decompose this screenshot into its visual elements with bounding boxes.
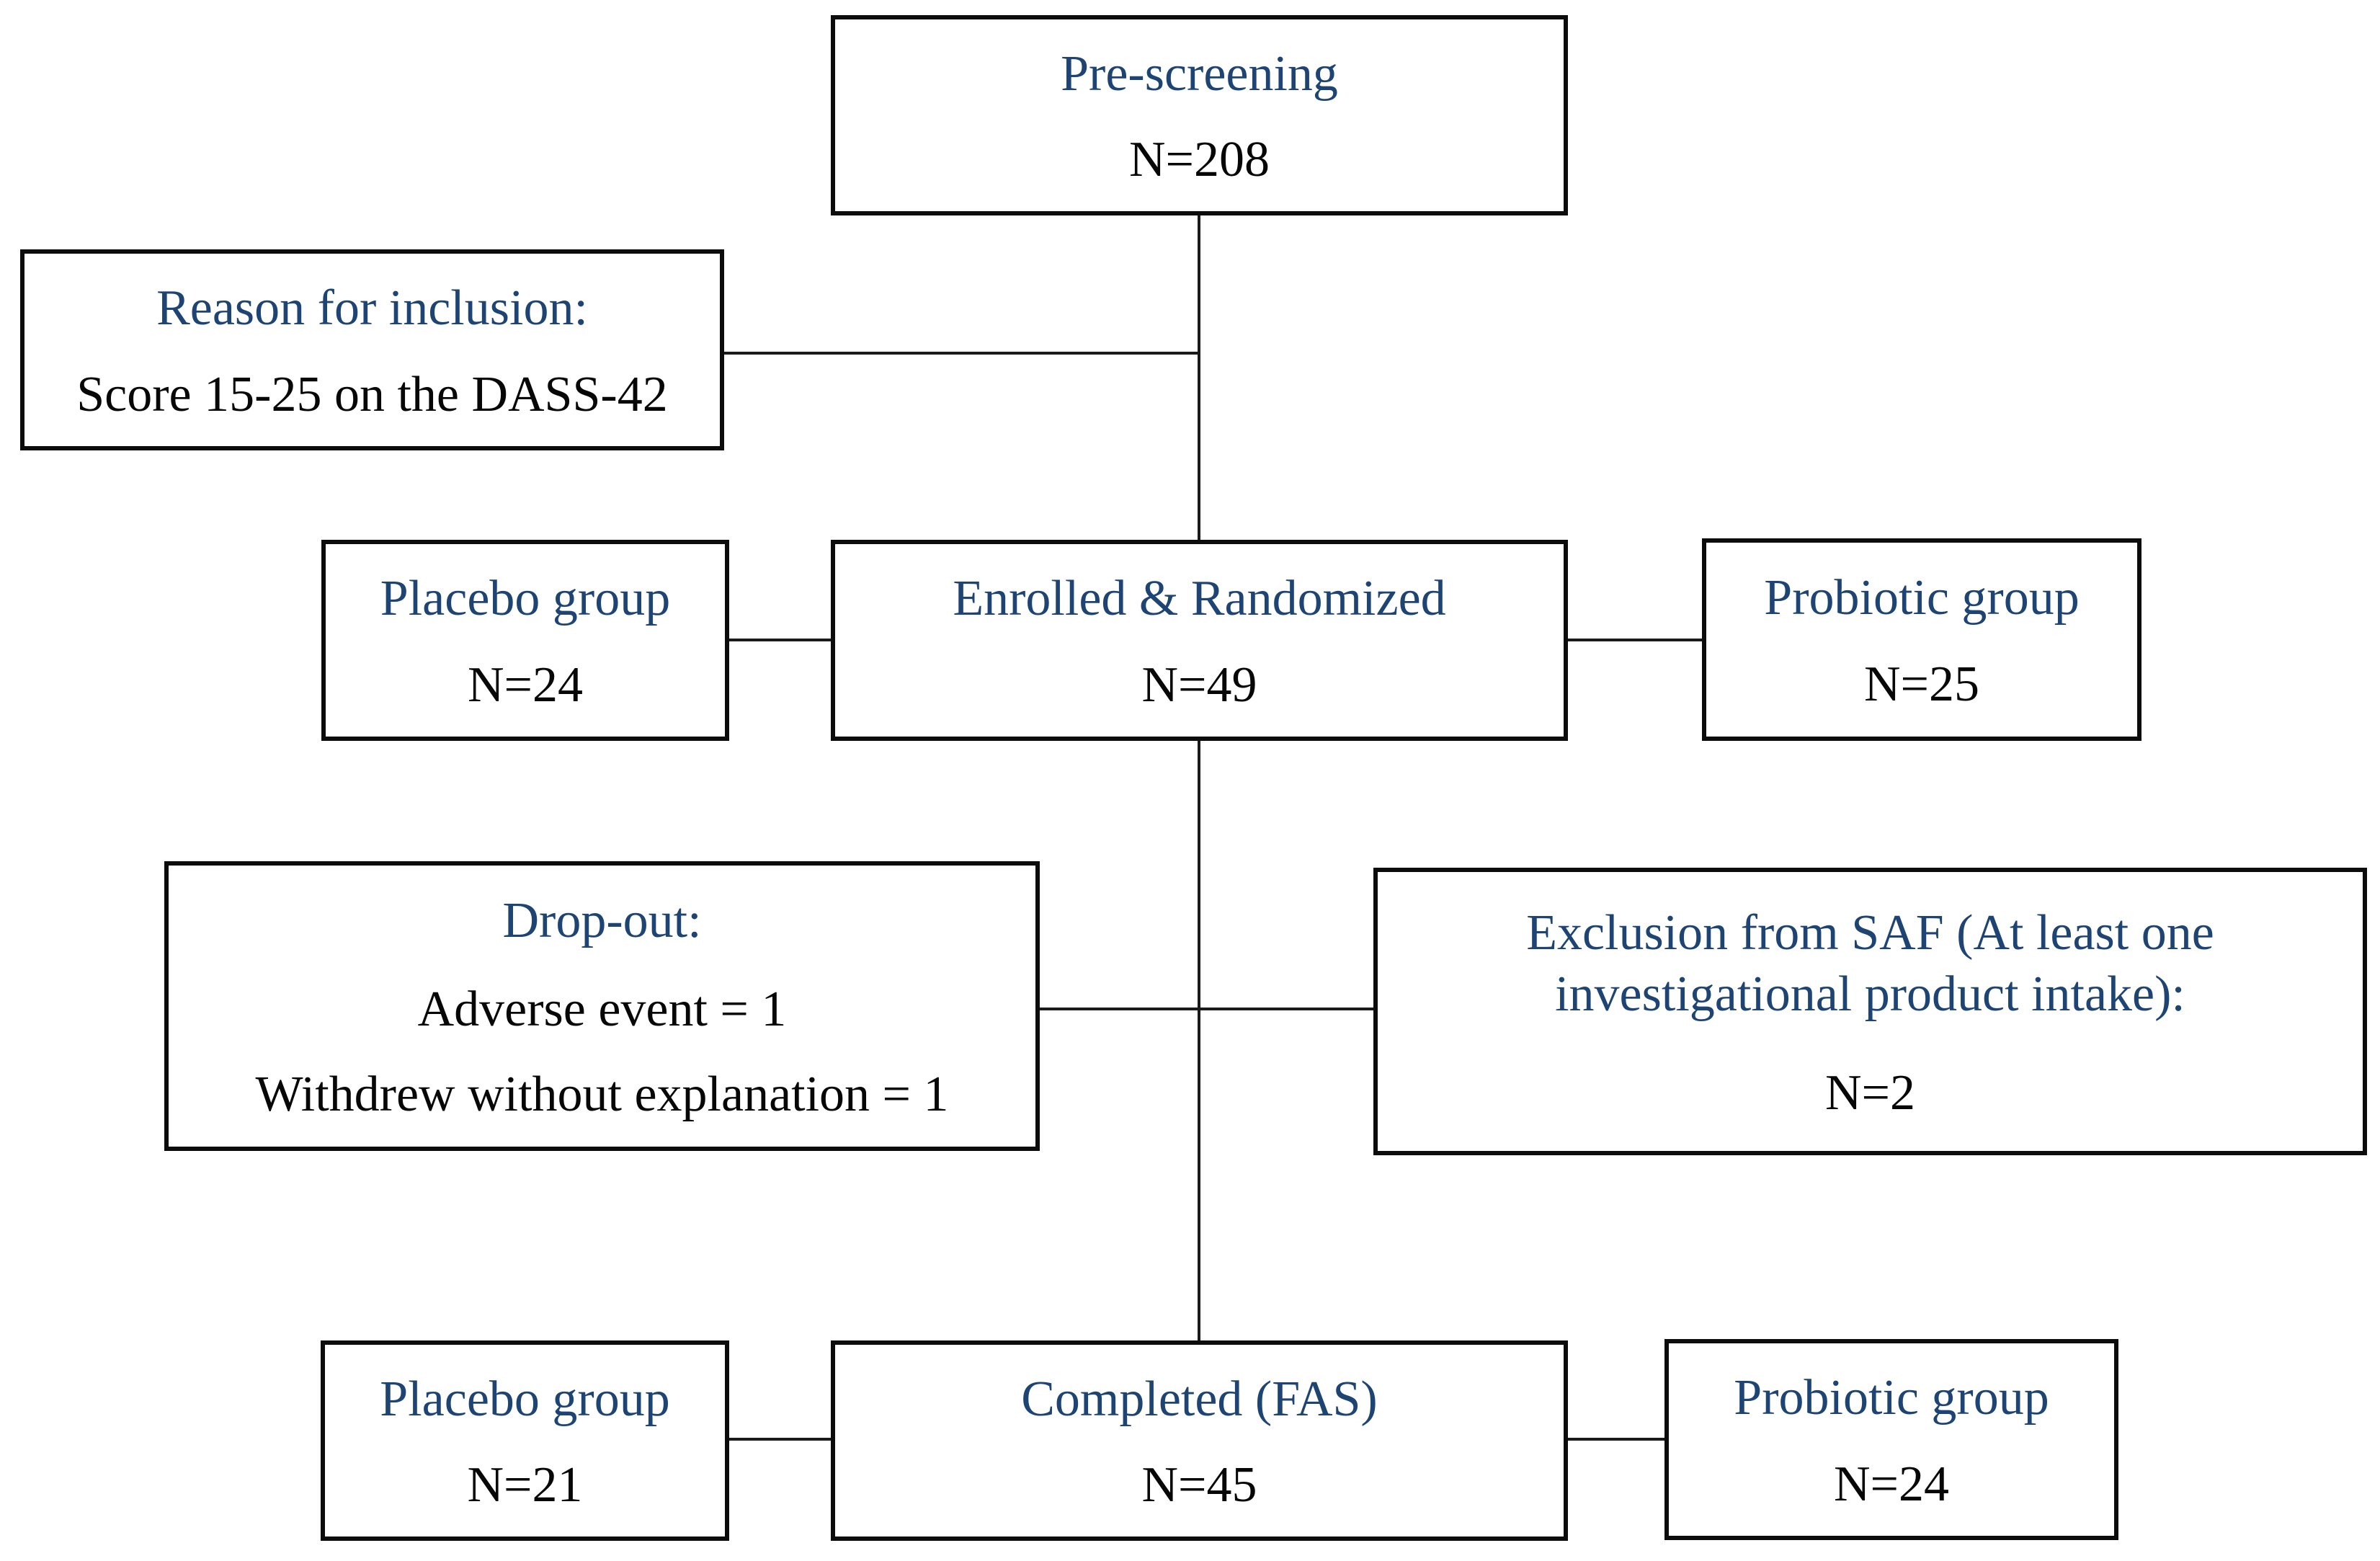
- placebo-mid-count: N=24: [467, 657, 584, 713]
- probiotic-mid-count: N=25: [1863, 657, 1980, 713]
- connector-dropout-exclusion-branch: [1040, 1008, 1373, 1010]
- dropout-title: Drop-out:: [502, 893, 702, 949]
- connector-reason-branch: [724, 352, 1200, 355]
- box-probiotic-group-mid: Probiotic group N=25: [1702, 538, 2141, 741]
- connector-placebo-bottom-branch: [729, 1438, 831, 1441]
- connector-enrolled-to-completed: [1198, 741, 1200, 1340]
- connector-placebo-mid-branch: [729, 639, 831, 641]
- dropout-reason-withdrew: Withdrew without explanation = 1: [255, 1066, 949, 1122]
- connector-probiotic-bottom-branch: [1568, 1438, 1664, 1441]
- dropout-reason-adverse-event: Adverse event = 1: [417, 981, 787, 1037]
- connector-prescreening-to-enrolled: [1198, 215, 1200, 540]
- completed-count: N=45: [1141, 1457, 1257, 1513]
- reason-title: Reason for inclusion:: [156, 280, 588, 337]
- box-completed-fas: Completed (FAS) N=45: [831, 1340, 1568, 1541]
- exclusion-title: Exclusion from SAF (At least one investi…: [1526, 904, 2214, 1023]
- box-reason-for-inclusion: Reason for inclusion: Score 15-25 on the…: [20, 249, 724, 450]
- enrolled-title: Enrolled & Randomized: [953, 571, 1446, 627]
- placebo-bottom-count: N=21: [467, 1457, 583, 1513]
- connector-probiotic-mid-branch: [1568, 639, 1702, 641]
- probiotic-bottom-title: Probiotic group: [1734, 1370, 2049, 1426]
- completed-title: Completed (FAS): [1021, 1371, 1378, 1427]
- probiotic-bottom-count: N=24: [1833, 1456, 1950, 1512]
- box-exclusion-from-saf: Exclusion from SAF (At least one investi…: [1373, 868, 2367, 1155]
- enrolled-count: N=49: [1141, 657, 1257, 713]
- pre-screening-title: Pre-screening: [1061, 45, 1338, 102]
- box-enrolled-randomized: Enrolled & Randomized N=49: [831, 540, 1568, 741]
- pre-screening-count: N=208: [1128, 132, 1270, 188]
- placebo-bottom-title: Placebo group: [380, 1371, 670, 1427]
- reason-criteria: Score 15-25 on the DASS-42: [76, 366, 668, 422]
- box-pre-screening: Pre-screening N=208: [831, 15, 1568, 215]
- box-probiotic-group-bottom: Probiotic group N=24: [1664, 1339, 2118, 1540]
- box-placebo-group-bottom: Placebo group N=21: [321, 1340, 729, 1541]
- placebo-mid-title: Placebo group: [380, 571, 671, 627]
- box-dropout: Drop-out: Adverse event = 1 Withdrew wit…: [164, 861, 1040, 1151]
- exclusion-count: N=2: [1824, 1065, 1916, 1121]
- probiotic-mid-title: Probiotic group: [1764, 569, 2080, 626]
- box-placebo-group-mid: Placebo group N=24: [321, 540, 729, 741]
